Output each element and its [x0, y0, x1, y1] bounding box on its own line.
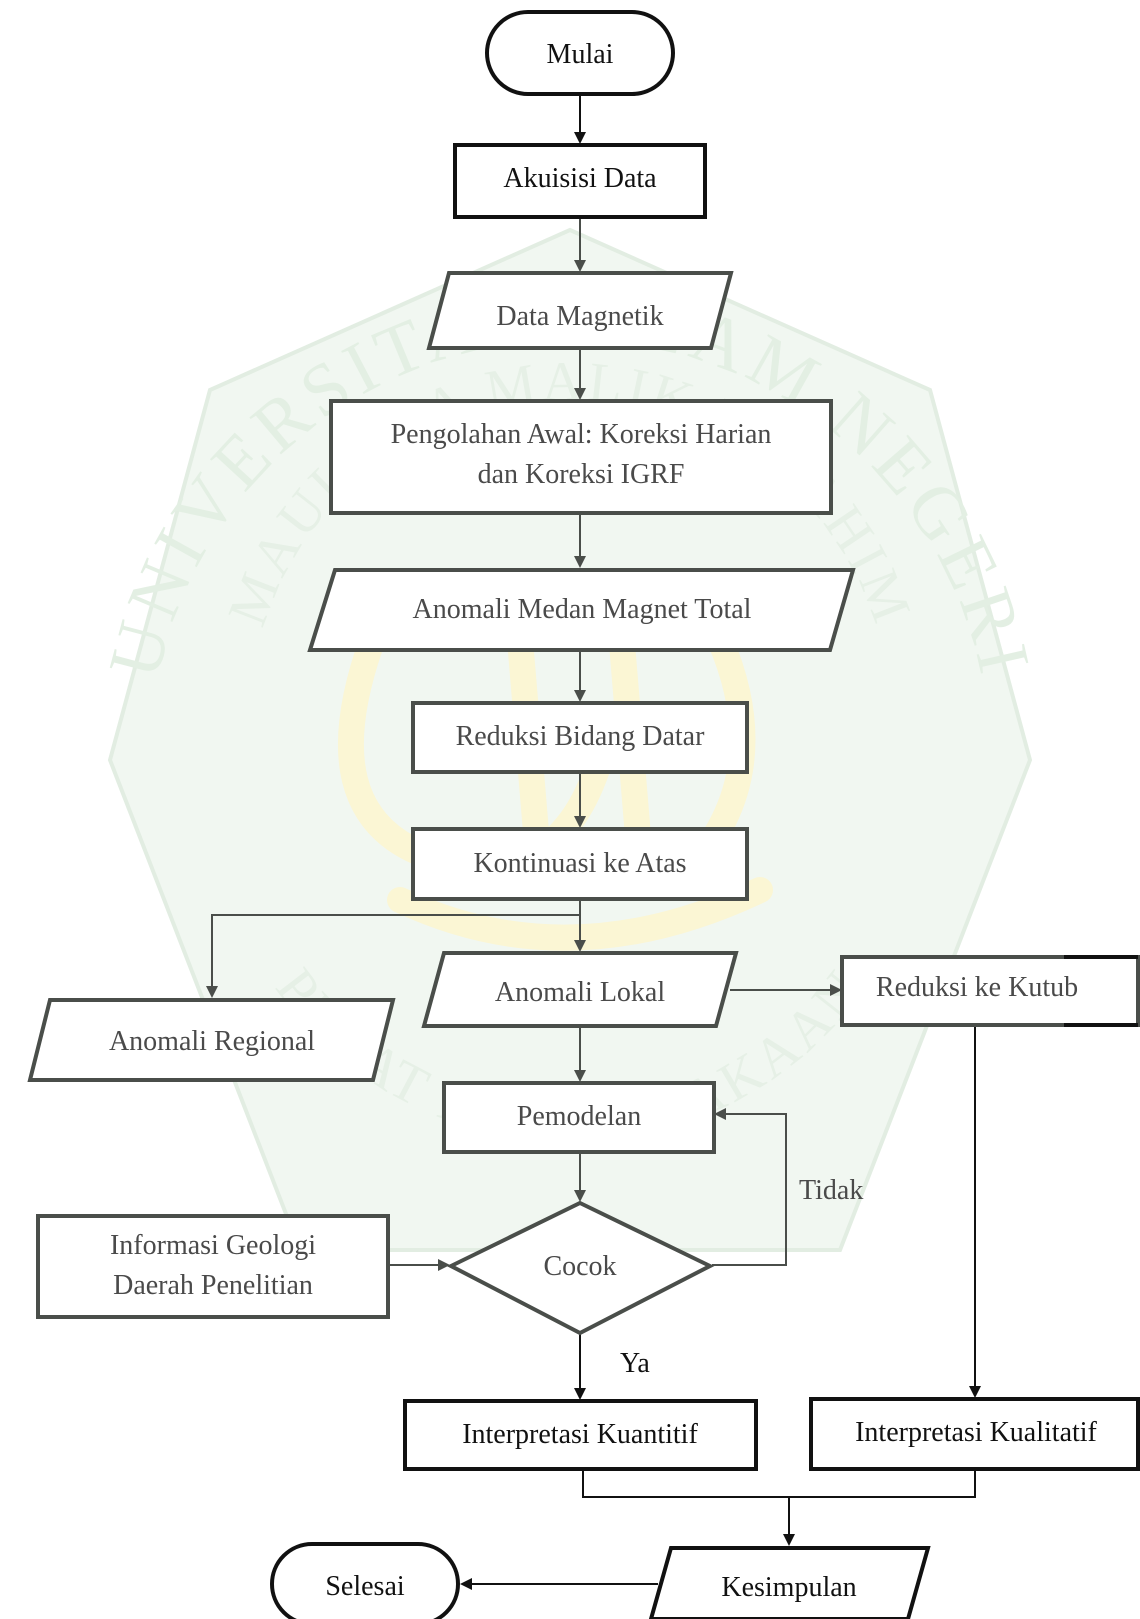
- node-reduksi-bidang-datar: Reduksi Bidang Datar: [411, 701, 749, 774]
- node-selesai: Selesai: [270, 1542, 460, 1619]
- node-cocok-decision: Cocok: [446, 1200, 715, 1336]
- edge-label-ya: Ya: [620, 1348, 650, 1379]
- node-anomali-medan-magnet-total: Anomali Medan Magnet Total: [307, 568, 856, 652]
- label-info-geologi-line2: Daerah Penelitian: [113, 1270, 313, 1301]
- node-data-magnetik: Data Magnetik: [426, 271, 734, 350]
- label-pengolahan-line1: Pengolahan Awal: Koreksi Harian: [391, 419, 772, 450]
- node-reduksi-ke-kutub: Reduksi ke Kutub: [840, 955, 1140, 1027]
- arrow-cocok-tidak-pemodelan: [712, 1108, 787, 1266]
- node-kesimpulan: Kesimpulan: [648, 1546, 931, 1619]
- label-reduksi-bidang-datar: Reduksi Bidang Datar: [456, 721, 706, 752]
- label-mulai: Mulai: [547, 39, 614, 70]
- node-informasi-geologi: Informasi Geologi Daerah Penelitian: [36, 1214, 390, 1319]
- edge-label-tidak: Tidak: [799, 1175, 863, 1206]
- node-kontinuasi-ke-atas: Kontinuasi ke Atas: [411, 827, 749, 901]
- node-mulai: Mulai: [485, 10, 675, 96]
- label-selesai: Selesai: [325, 1571, 405, 1602]
- connectors: [206, 95, 981, 1590]
- node-anomali-regional: Anomali Regional: [27, 998, 396, 1082]
- label-anomali-total: Anomali Medan Magnet Total: [413, 594, 752, 625]
- label-kontinuasi: Kontinuasi ke Atas: [473, 848, 686, 879]
- node-pemodelan: Pemodelan: [442, 1081, 716, 1154]
- label-info-geologi-line1: Informasi Geologi: [110, 1230, 316, 1261]
- label-cocok: Cocok: [543, 1251, 616, 1282]
- node-interpretasi-kuantitif: Interpretasi Kuantitif: [403, 1399, 758, 1471]
- label-kesimpulan: Kesimpulan: [721, 1572, 856, 1603]
- node-akuisisi-data: Akuisisi Data: [453, 143, 707, 219]
- label-anomali-regional: Anomali Regional: [109, 1026, 315, 1057]
- label-data-magnetik: Data Magnetik: [496, 301, 663, 332]
- label-pemodelan: Pemodelan: [517, 1101, 641, 1132]
- node-anomali-lokal: Anomali Lokal: [421, 951, 739, 1028]
- label-akuisisi-data: Akuisisi Data: [503, 163, 657, 194]
- label-interpretasi-kuantitif: Interpretasi Kuantitif: [462, 1419, 698, 1450]
- label-pengolahan-line2: dan Koreksi IGRF: [478, 459, 685, 490]
- join-interpretasi: [582, 1469, 976, 1498]
- node-interpretasi-kualitatif: Interpretasi Kualitatif: [809, 1397, 1140, 1471]
- label-anomali-lokal: Anomali Lokal: [495, 977, 666, 1008]
- label-interpretasi-kualitatif: Interpretasi Kualitatif: [855, 1417, 1097, 1448]
- label-reduksi-ke-kutub: Reduksi ke Kutub: [876, 972, 1078, 1003]
- node-pengolahan-awal: Pengolahan Awal: Koreksi Harian dan Kore…: [329, 399, 833, 515]
- arrow-kontinuasi-regional: [206, 914, 580, 998]
